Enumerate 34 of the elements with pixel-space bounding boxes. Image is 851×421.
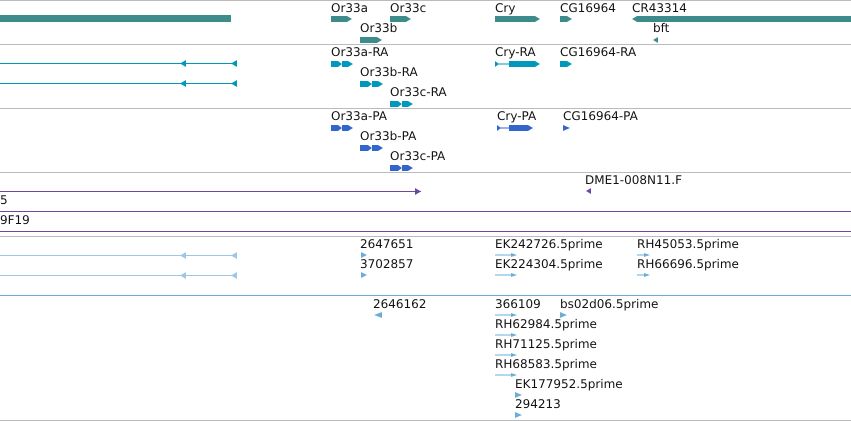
feature-label: Or33b [360,21,398,35]
feature-label: Cry-RA [495,45,536,59]
feature-label: CG16964 [560,1,616,15]
feature-label: 2647651 [360,237,414,251]
feature-label: 294213 [515,397,561,411]
feature-label: Or33a-PA [331,109,388,123]
feature-label: 3702857 [360,257,414,271]
feature-label: CR43314 [632,1,687,15]
feature-label: Or33a [331,1,368,15]
feature-label: bs02d06.5prime [560,297,658,311]
feature-label: Or33b-RA [360,65,418,79]
feature-label: Or33c-RA [390,85,447,99]
feature-label: EK177952.5prime [515,377,623,391]
feature-label: DME1-008N11.F [585,173,682,187]
feature-label: Cry-PA [497,109,536,123]
feature-label: bft [653,21,670,35]
feature-label: 9F19 [0,213,30,227]
feature-label: RH71125.5prime [495,337,597,351]
feature-label: Or33b-PA [360,129,416,143]
feature-label: Or33c [390,1,426,15]
feature-label: RH68583.5prime [495,357,597,371]
feature-label: CG16964-RA [560,45,636,59]
feature-label: RH66696.5prime [637,257,739,271]
feature-label: RH62984.5prime [495,317,597,331]
feature-label: 366109 [495,297,541,311]
feature-label: EK242726.5prime [495,237,603,251]
feature-label: Cry [495,1,516,15]
feature-label: Or33a-RA [331,45,388,59]
feature-label: RH45053.5prime [637,237,739,251]
feature-label: CG16964-PA [563,109,638,123]
feature-label: EK224304.5prime [495,257,603,271]
feature-label: Or33c-PA [390,149,446,163]
feature-label: 5 [0,193,8,207]
feature-label: 2646162 [373,297,426,311]
